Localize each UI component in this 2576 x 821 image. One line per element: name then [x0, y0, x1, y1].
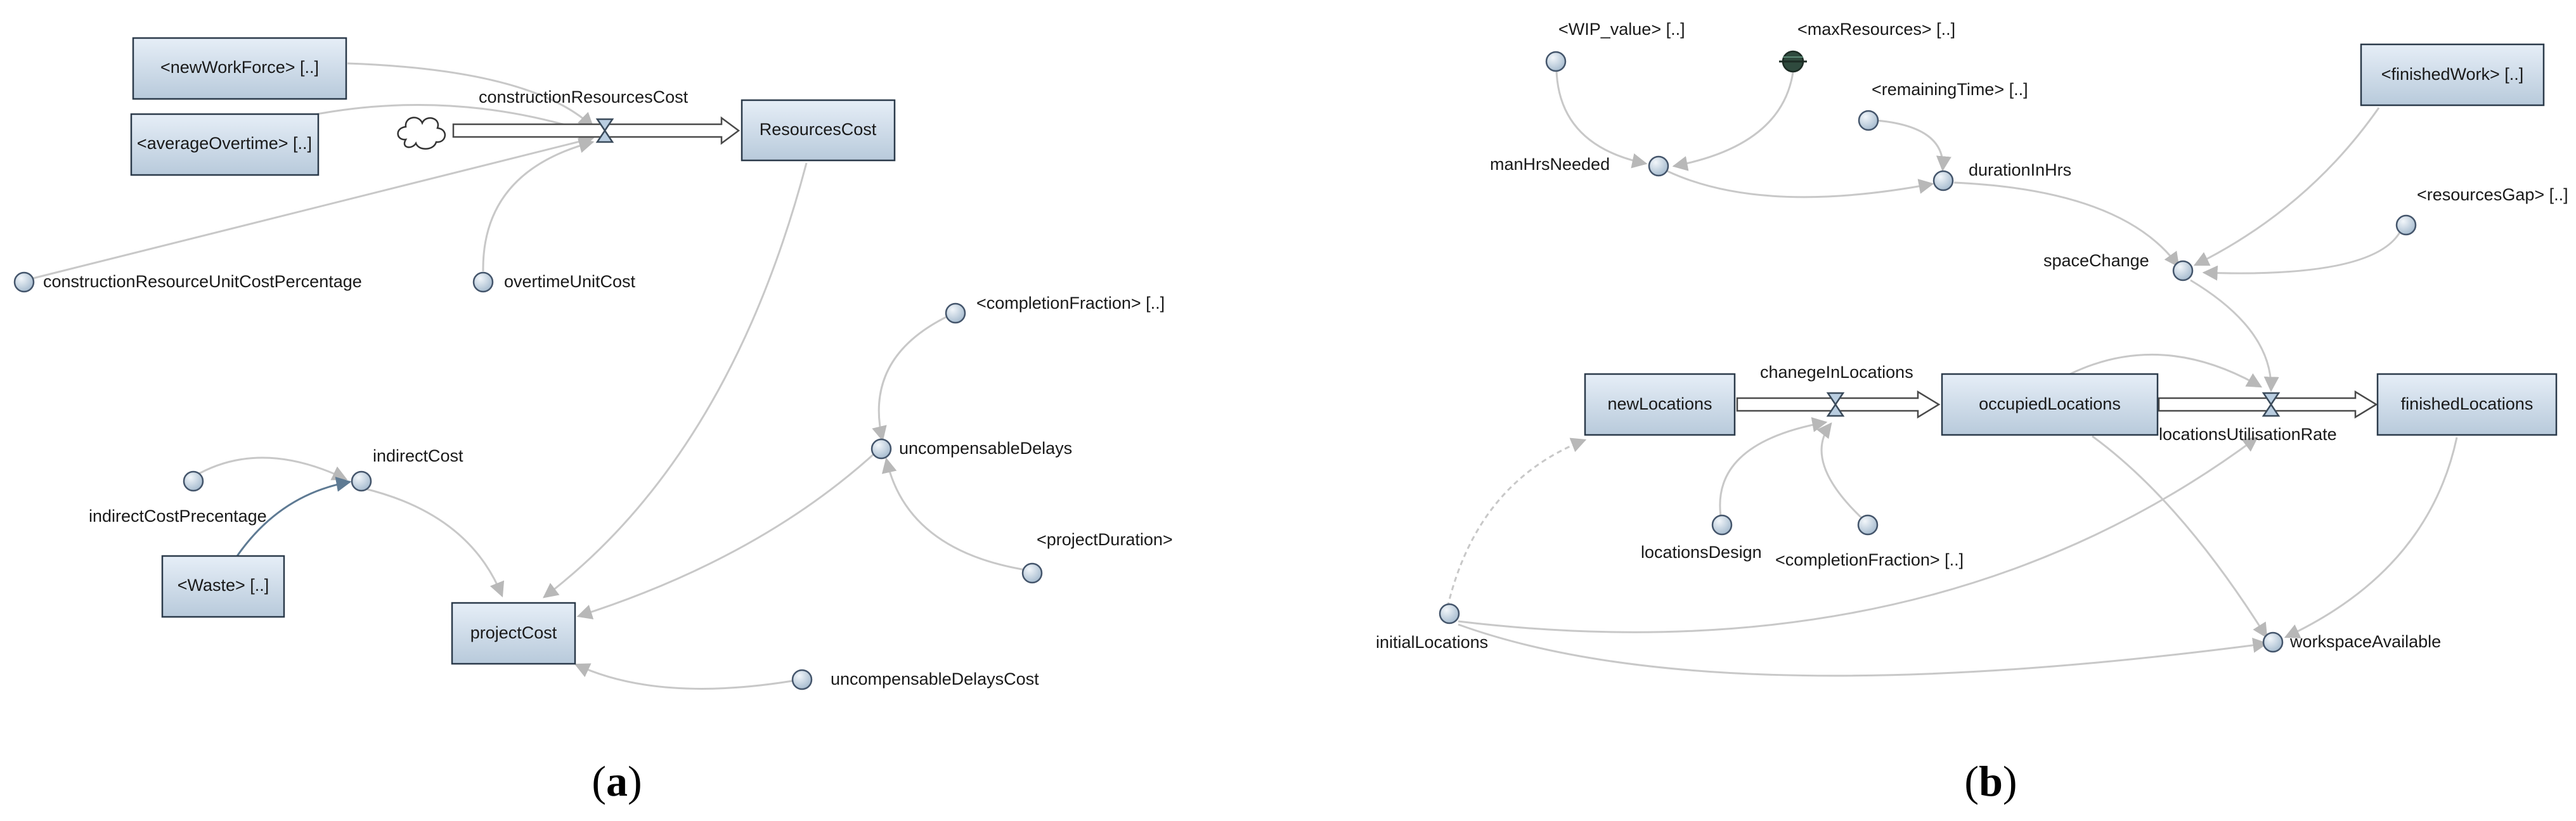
link-initial-workspace [1458, 623, 2269, 677]
stock-occupied-locations[interactable]: occupiedLocations [1941, 373, 2159, 436]
label-project-duration: <projectDuration> [1037, 530, 1173, 549]
node-workspace-available[interactable] [2262, 631, 2284, 653]
link-wip-manhrs [1555, 70, 1648, 169]
node-uncompensable-delays[interactable] [871, 438, 892, 460]
node-indirect-cost-precentage[interactable] [183, 470, 204, 492]
link-overtime-cost [316, 103, 595, 136]
ref-waste[interactable]: <Waste> [..] [161, 555, 285, 618]
link-duration-delays [881, 457, 1030, 572]
label-workspace-available: workspaceAvailable [2289, 632, 2441, 651]
stock-finished-locations[interactable]: finishedLocations [2376, 373, 2558, 436]
label-indirect-cost-precentage: indirectCostPrecentage [89, 507, 267, 526]
crossed-circle-icon[interactable] [1779, 50, 1807, 73]
node-resources-gap[interactable] [2395, 214, 2417, 236]
node-remaining-time[interactable] [1858, 110, 1879, 131]
svg-text:finishedLocations: finishedLocations [2401, 394, 2534, 413]
label-locations-utilisation-rate: locationsUtilisationRate [2159, 425, 2337, 444]
label-chanege-in-locations: chanegeInLocations [1760, 363, 1913, 382]
link-precentage-indirect [193, 456, 348, 481]
label-completion-fraction-a: <completionFraction> [..] [976, 294, 1165, 313]
node-locations-design[interactable] [1711, 514, 1733, 536]
node-wip-value[interactable] [1545, 51, 1567, 72]
link-delays-projectcost [576, 449, 879, 619]
label-indirect-cost: indirectCost [373, 446, 463, 465]
svg-text:<averageOvertime> [..]: <averageOvertime> [..] [137, 134, 312, 153]
label-wip-value: <WIP_value> [..] [1558, 20, 1685, 39]
node-uncompensable-delays-cost[interactable] [791, 669, 813, 690]
node-space-change[interactable] [2172, 260, 2194, 281]
valve-icon[interactable] [1826, 392, 1845, 417]
label-remaining-time: <remainingTime> [..] [1872, 80, 2028, 99]
label-max-resources: <maxResources> [..] [1797, 20, 1955, 39]
label-locations-design: locationsDesign [1641, 543, 1762, 562]
label-duration-in-hrs: durationInHrs [1969, 160, 2071, 179]
stock-project-cost[interactable]: projectCost [451, 602, 576, 665]
label-construction-resource-unit-cost-percentage: constructionResourceUnitCostPercentage [43, 272, 362, 291]
link-finished-workspace [2284, 437, 2458, 638]
node-duration-in-hrs[interactable] [1932, 170, 1954, 191]
node-construction-resource-unit-cost-percentage[interactable] [13, 271, 35, 293]
node-initial-locations[interactable] [1439, 603, 1460, 624]
label-man-hrs-needed: manHrsNeeded [1490, 155, 1610, 174]
svg-text:<newWorkForce> [..]: <newWorkForce> [..] [160, 58, 319, 77]
panel-b: newLocations occupiedLocations finishedL… [1376, 20, 2568, 805]
link-completion-delays [872, 312, 955, 442]
node-project-duration[interactable] [1021, 562, 1043, 584]
link-indirect-projectcost [362, 487, 505, 598]
flow-locations-utilisation-rate[interactable] [2158, 390, 2378, 419]
flow-chanege-in-locations[interactable] [1736, 390, 1941, 419]
link-delayscost-projectcost [574, 663, 801, 690]
node-indirect-cost[interactable] [351, 470, 372, 492]
ref-finished-work[interactable]: <finishedWork> [..] [2360, 43, 2545, 107]
svg-text:ResourcesCost: ResourcesCost [760, 120, 877, 139]
label-resources-gap: <resourcesGap> [..] [2417, 185, 2568, 204]
label-construction-resources-cost: constructionResourcesCost [479, 87, 689, 107]
cloud-source-icon [397, 117, 446, 150]
caption-b: (b) [1964, 757, 2017, 805]
svg-text:<Waste> [..]: <Waste> [..] [178, 576, 269, 595]
label-initial-locations: initialLocations [1376, 633, 1488, 652]
node-overtime-unit-cost[interactable] [472, 271, 494, 293]
stock-resources-cost[interactable]: ResourcesCost [741, 99, 896, 162]
link-resources-projectcost [543, 162, 808, 598]
link-design-change [1719, 417, 1828, 524]
ref-new-work-force[interactable]: <newWorkForce> [..] [132, 37, 347, 100]
link-manhrs-duration [1667, 170, 1934, 198]
node-completion-fraction-a[interactable] [945, 302, 966, 324]
svg-text:newLocations: newLocations [1607, 394, 1712, 413]
stock-new-locations[interactable]: newLocations [1584, 373, 1736, 436]
link-waste-indirect [235, 476, 352, 559]
flow-construction-resources-cost[interactable] [452, 116, 741, 145]
link-unitcost-cost [30, 134, 595, 280]
link-overtimeunit-cost [482, 138, 595, 272]
valve-icon[interactable] [595, 118, 614, 143]
svg-text:occupiedLocations: occupiedLocations [1979, 394, 2121, 413]
link-newworkforce-cost [347, 62, 594, 128]
link-remaining-duration [1876, 119, 1951, 172]
link-resourcesgap-spacechange [2202, 225, 2404, 281]
link-finishedwork-spacechange [2193, 107, 2380, 266]
link-initial-rate [1458, 436, 2258, 633]
link-completion-change [1816, 422, 1869, 525]
caption-a: (a) [592, 757, 642, 805]
valve-icon[interactable] [2262, 392, 2281, 417]
node-completion-fraction-b[interactable] [1857, 514, 1879, 536]
link-occupied-workspace [2092, 435, 2268, 639]
panel-a: <newWorkForce> [..] <averageOvertime> [.… [13, 37, 1173, 805]
link-maxresources-manhrs [1672, 72, 1794, 171]
label-uncompensable-delays-cost: uncompensableDelaysCost [831, 669, 1039, 688]
svg-text:<finishedWork> [..]: <finishedWork> [..] [2381, 65, 2524, 84]
link-occupied-rate [2069, 353, 2263, 388]
node-man-hrs-needed[interactable] [1648, 155, 1669, 177]
link-initial-newlocations [1446, 437, 1587, 608]
ref-average-overtime[interactable]: <averageOvertime> [..] [130, 113, 320, 176]
label-overtime-unit-cost: overtimeUnitCost [504, 272, 636, 291]
link-duration-spacechange [1953, 181, 2180, 268]
label-completion-fraction-b: <completionFraction> [..] [1775, 550, 1964, 569]
label-uncompensable-delays: uncompensableDelays [899, 439, 1072, 458]
label-space-change: spaceChange [2043, 251, 2149, 270]
svg-text:projectCost: projectCost [470, 623, 557, 642]
link-spacechange-rate [2190, 279, 2279, 392]
